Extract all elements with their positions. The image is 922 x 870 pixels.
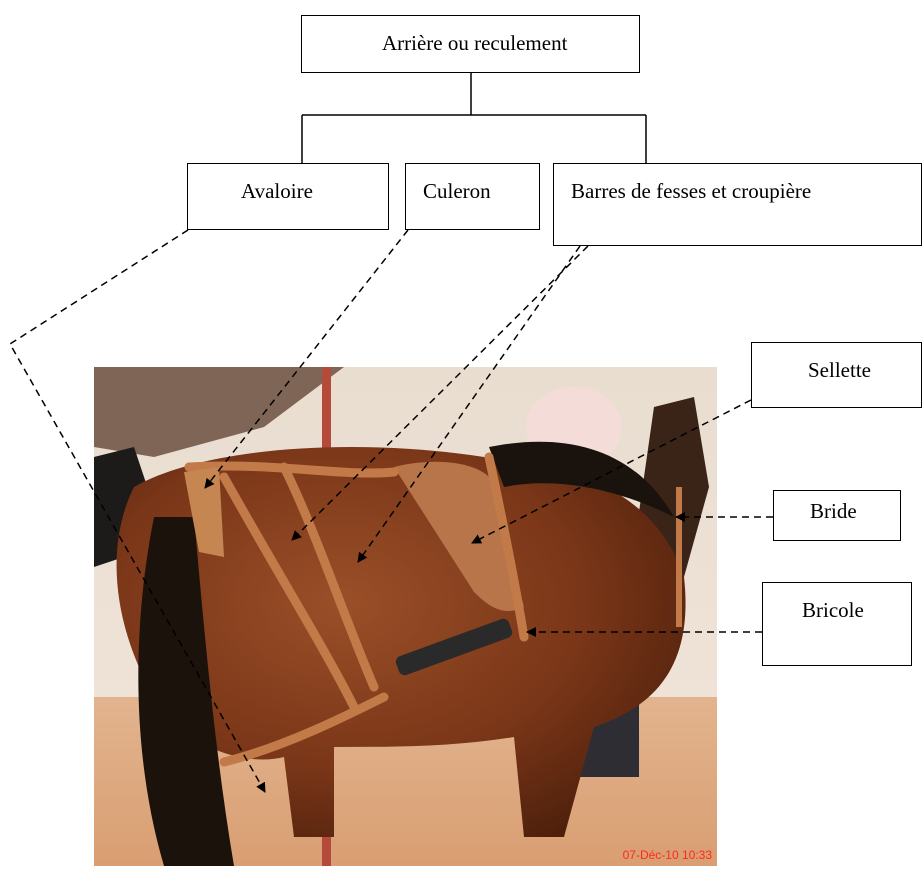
avaloire-box: Avaloire: [187, 163, 389, 230]
culeron-box: Culeron: [405, 163, 540, 230]
barres-arrow-1: [291, 245, 589, 541]
avaloire-label: Avaloire: [241, 179, 313, 203]
barres-label: Barres de fesses et croupière: [571, 179, 812, 203]
tree-connectors: [301, 73, 647, 163]
culeron-arrow: [204, 229, 409, 489]
bricole-label: Bricole: [802, 598, 864, 622]
culeron-label: Culeron: [423, 179, 491, 203]
barres-arrow-2: [357, 245, 581, 563]
sellette-box: Sellette: [751, 342, 922, 408]
barres-box: Barres de fesses et croupière: [553, 163, 922, 246]
horse-harness-photo: 07-Déc-10 10:33: [94, 367, 717, 866]
title-label: Arrière ou reculement: [382, 31, 568, 55]
sellette-label: Sellette: [808, 358, 871, 382]
photo-timestamp: 07-Déc-10 10:33: [623, 848, 713, 862]
horse-illustration: 07-Déc-10 10:33: [94, 367, 717, 866]
bricole-box: Bricole: [762, 582, 912, 666]
bride-label: Bride: [810, 499, 857, 523]
sellette-arrow: [471, 399, 752, 544]
title-box: Arrière ou reculement: [301, 15, 640, 73]
avaloire-arrow: [8, 229, 266, 793]
bride-box: Bride: [773, 490, 901, 541]
